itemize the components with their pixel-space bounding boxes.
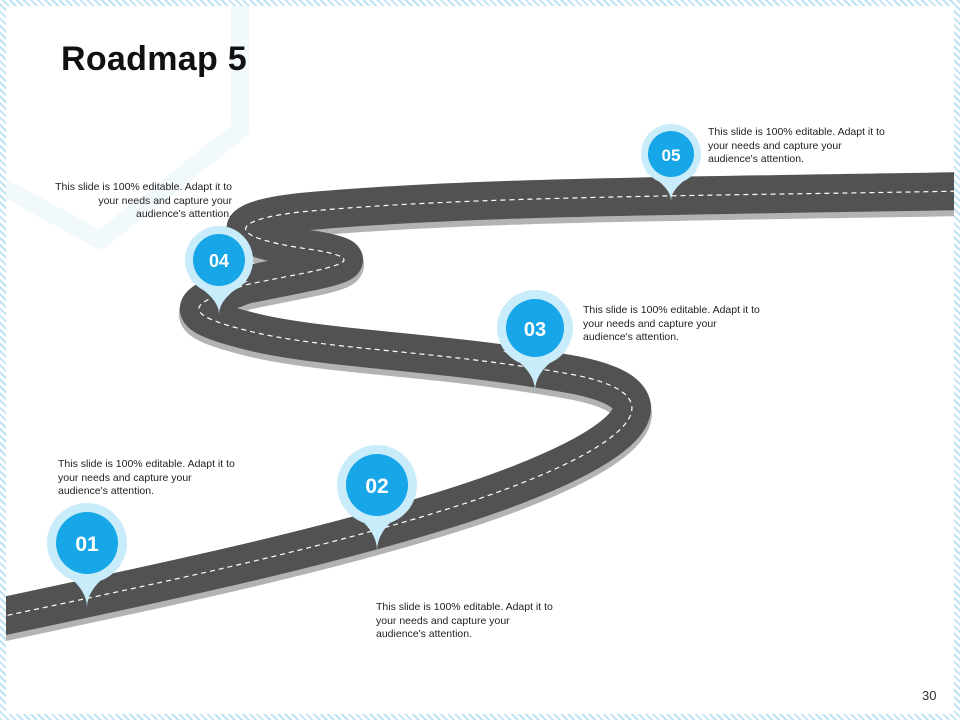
slide-border: [0, 0, 960, 720]
